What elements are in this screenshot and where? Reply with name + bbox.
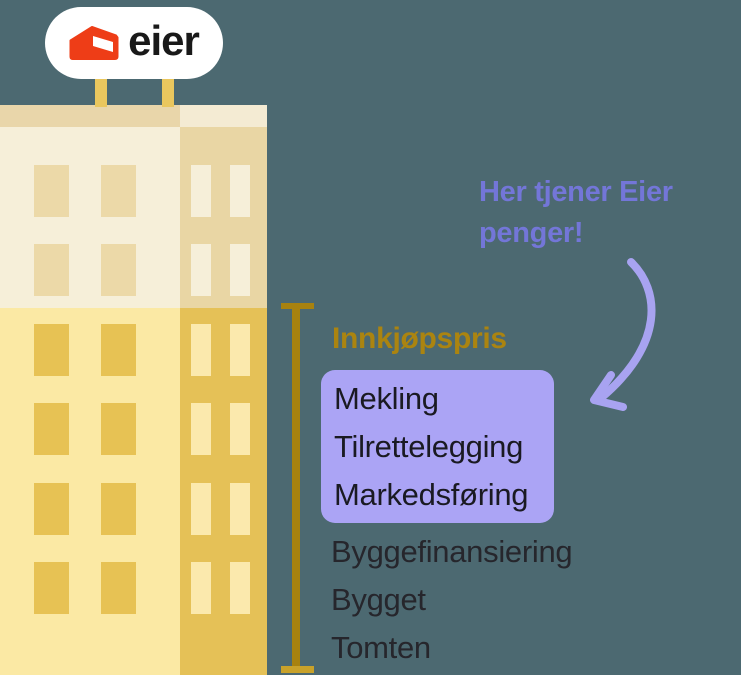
window-pane: [34, 165, 69, 217]
eier-logo: eier: [45, 7, 223, 79]
building-roof-band-right: [180, 105, 267, 127]
building-roof-band-left: [0, 105, 180, 127]
logo-wordmark: eier: [128, 17, 200, 64]
building-upper-left-facade: [0, 127, 180, 308]
cost-item: Tomten: [331, 630, 431, 665]
window-pane: [230, 562, 250, 614]
service-item: Markedsføring: [334, 476, 529, 512]
other-costs-list: Byggefinansiering Bygget Tomten: [331, 528, 573, 672]
eier-house-icon: [69, 26, 119, 60]
sign-post: [162, 77, 174, 107]
window-pane: [34, 562, 69, 614]
window-pane: [101, 403, 136, 455]
window-pane: [34, 324, 69, 376]
window-pane: [191, 483, 211, 535]
window-pane: [101, 165, 136, 217]
window-pane: [191, 324, 211, 376]
window-pane: [101, 483, 136, 535]
curved-arrow-icon: [565, 248, 677, 414]
window-pane: [191, 562, 211, 614]
window-pane: [101, 324, 136, 376]
window-pane: [34, 244, 69, 296]
window-pane: [34, 483, 69, 535]
service-item: Tilrettelegging: [334, 428, 524, 464]
cost-item: Byggefinansiering: [331, 534, 573, 569]
window-pane: [101, 244, 136, 296]
window-pane: [191, 244, 211, 296]
eier-services-box: Mekling Tilrettelegging Markedsføring: [321, 370, 554, 523]
building-lower-left-facade: [0, 308, 180, 675]
window-pane: [230, 483, 250, 535]
window-pane: [230, 403, 250, 455]
window-pane: [101, 562, 136, 614]
callout-line1: Her tjener Eier: [479, 176, 673, 208]
measure-bottom-cap: [281, 666, 314, 673]
innkjopspris-label: Innkjøpspris: [332, 322, 507, 355]
window-pane: [230, 165, 250, 217]
service-item: Mekling: [334, 380, 439, 416]
measure-bar: [292, 303, 300, 672]
sign-post: [95, 77, 107, 107]
window-pane: [191, 165, 211, 217]
callout-line2: penger!: [479, 217, 584, 249]
window-pane: [191, 403, 211, 455]
window-pane: [230, 324, 250, 376]
window-pane: [34, 403, 69, 455]
window-pane: [230, 244, 250, 296]
building-illustration: [0, 105, 267, 675]
price-span-measure-line: [281, 303, 314, 673]
cost-item: Bygget: [331, 582, 426, 617]
callout-text: Her tjener Eier penger!: [479, 172, 673, 254]
